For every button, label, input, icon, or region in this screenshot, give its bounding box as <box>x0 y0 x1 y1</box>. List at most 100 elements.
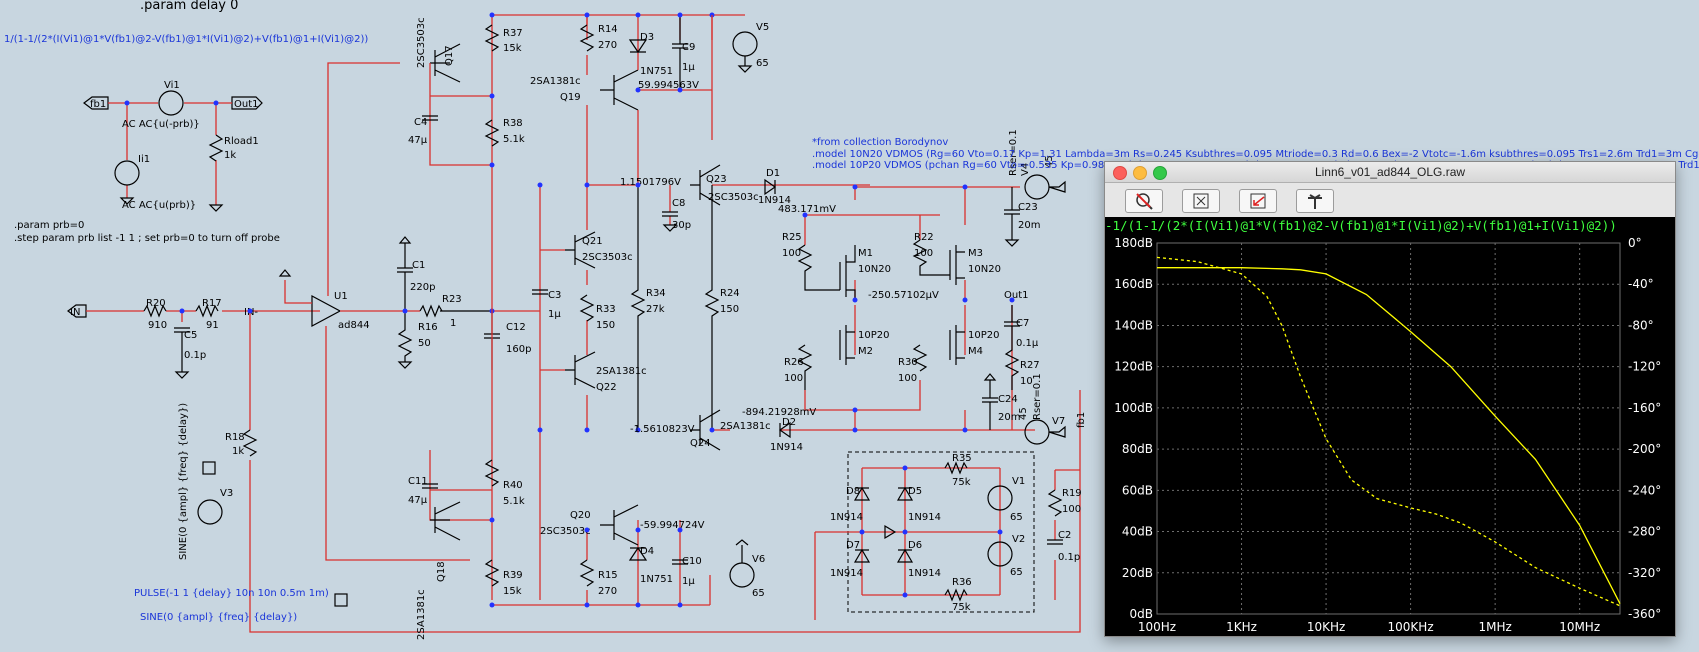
step-directive[interactable]: .step param prb list -1 1 ; set prb=0 to… <box>14 233 280 244</box>
r35-resistor[interactable] <box>944 461 968 475</box>
c11-capacitor[interactable] <box>422 483 438 489</box>
c5-capacitor[interactable] <box>174 327 190 379</box>
d6-diode[interactable] <box>896 548 914 563</box>
phase-trace <box>1156 256 1621 607</box>
q17-transistor[interactable] <box>430 43 461 83</box>
r33-value: 150 <box>596 320 615 331</box>
models-note[interactable]: *from collection Borodynov <box>812 137 948 148</box>
ac-minus-directive[interactable]: AC AC{u(-prb)} <box>122 119 200 130</box>
r33-resistor[interactable] <box>579 294 595 322</box>
param-prb-directive[interactable]: .param prb=0 <box>14 220 84 231</box>
plot-area[interactable]: -1/(1-1/(2*(I(Vi1)@1*V(fb1)@2-V(fb1)@1*I… <box>1105 217 1675 636</box>
r26-resistor[interactable] <box>797 344 813 390</box>
q20-transistor[interactable] <box>600 504 639 546</box>
vi1-source[interactable] <box>158 90 184 116</box>
window-titlebar[interactable]: Linn6_v01_ad844_OLG.raw <box>1105 162 1675 183</box>
q23-transistor[interactable] <box>690 164 721 206</box>
c7-value: 0.1μ <box>1016 338 1039 349</box>
x-tick-label: 10KHz <box>1307 620 1345 634</box>
q19-transistor[interactable] <box>600 69 639 111</box>
q22-transistor[interactable] <box>565 351 596 389</box>
v6-source[interactable] <box>729 562 755 588</box>
r14-resistor[interactable] <box>579 24 595 52</box>
m1-mosfet[interactable] <box>839 245 856 300</box>
r34-resistor[interactable] <box>630 185 646 430</box>
s-flag[interactable] <box>334 593 348 607</box>
v4-rser: Rser=0.1 <box>1008 129 1019 176</box>
r24-resistor[interactable] <box>704 185 720 430</box>
d8-diode[interactable] <box>853 486 871 501</box>
d2-diode[interactable] <box>778 421 791 439</box>
minimize-window-button[interactable] <box>1133 166 1147 180</box>
r25-resistor[interactable] <box>797 244 840 291</box>
zoom-cancel-button[interactable] <box>1125 189 1163 213</box>
c3-capacitor[interactable] <box>532 289 548 295</box>
out1-port-flag[interactable] <box>231 96 263 110</box>
c24-capacitor[interactable] <box>982 373 998 430</box>
d5-diode[interactable] <box>896 486 914 501</box>
pick-trace-button[interactable] <box>1296 189 1334 213</box>
r40-resistor[interactable] <box>484 459 500 487</box>
d3-diode[interactable] <box>628 39 648 54</box>
r23-label: R23 <box>442 294 462 305</box>
r15-resistor[interactable] <box>579 559 595 587</box>
m3-mosfet[interactable] <box>949 245 965 285</box>
q21-transistor[interactable] <box>565 231 596 269</box>
d1-diode[interactable] <box>764 178 777 196</box>
trace-expression-label[interactable]: -1/(1-1/(2*(I(Vi1)@1*V(fb1)@2-V(fb1)@1*I… <box>1105 218 1617 233</box>
v1-source[interactable] <box>987 485 1013 511</box>
r39-resistor[interactable] <box>484 559 500 587</box>
close-window-button[interactable] <box>1113 166 1127 180</box>
c23-capacitor[interactable] <box>1004 187 1020 247</box>
op-voltage-3: 483.171mV <box>778 204 836 215</box>
v5-source[interactable] <box>732 31 758 57</box>
v4-source[interactable] <box>1024 174 1050 200</box>
r30-resistor[interactable] <box>912 344 928 372</box>
c9-label: C9 <box>682 42 695 53</box>
ii1-source[interactable] <box>114 160 140 186</box>
r16-resistor[interactable] <box>397 311 413 369</box>
expression-comment[interactable]: 1/(1-1/(2*(I(Vi1)@1*V(fb1)@2-V(fb1)@1*I(… <box>4 34 368 45</box>
r17-resistor[interactable] <box>195 304 219 318</box>
sine-comment[interactable]: SINE(0 {ampl} {freq} {delay}) <box>140 612 297 623</box>
r20-resistor[interactable] <box>143 304 167 318</box>
bode-plot-svg[interactable]: -1/(1-1/(2*(I(Vi1)@1*V(fb1)@2-V(fb1)@1*I… <box>1105 217 1675 636</box>
pulse-comment[interactable]: PULSE(-1 1 {delay} 10n 10n 0.5m 1m) <box>134 588 329 599</box>
r36-resistor[interactable] <box>944 588 968 602</box>
v2-source[interactable] <box>987 541 1013 567</box>
r23-resistor[interactable] <box>419 304 490 318</box>
v3-source[interactable] <box>197 499 223 525</box>
s-flag[interactable] <box>202 461 216 475</box>
c8-capacitor[interactable] <box>662 211 678 232</box>
c7-r27-branch[interactable] <box>1004 305 1020 390</box>
model-10n20[interactable]: .model 10N20 VDMOS (Rg=60 Vto=0.17 Kp=1.… <box>812 149 1699 160</box>
m2-mosfet[interactable] <box>839 325 855 365</box>
r18-resistor[interactable] <box>242 429 258 457</box>
zoom-extents-button[interactable] <box>1182 189 1220 213</box>
c2-capacitor[interactable] <box>1047 539 1063 545</box>
q18-transistor[interactable] <box>430 501 461 541</box>
r38-resistor[interactable] <box>484 119 500 147</box>
waveform-window[interactable]: Linn6_v01_ad844_OLG.raw -1/(1-1/(2*(I(Vi… <box>1104 161 1676 637</box>
c1-capacitor[interactable] <box>397 250 413 311</box>
x-tick-label: 1KHz <box>1226 620 1257 634</box>
c10-capacitor[interactable] <box>672 559 688 565</box>
q24-transistor[interactable] <box>690 409 721 451</box>
m4-mosfet[interactable] <box>949 325 965 365</box>
r22-resistor[interactable] <box>912 239 950 276</box>
c4-capacitor[interactable] <box>422 115 438 121</box>
v7-source[interactable] <box>1024 419 1050 445</box>
d4-diode[interactable] <box>628 546 648 561</box>
r37-resistor[interactable] <box>484 24 500 52</box>
ac-plus-directive[interactable]: AC AC{u(prb)} <box>122 200 196 211</box>
c9-capacitor[interactable] <box>672 15 688 90</box>
v3-value[interactable]: SINE(0 {ampl} {freq} {delay}) <box>178 403 189 560</box>
zoom-window-button[interactable] <box>1153 166 1167 180</box>
param-delay-directive[interactable]: .param delay 0 <box>140 0 238 13</box>
r19-resistor[interactable] <box>1047 489 1063 517</box>
zoom-back-button[interactable] <box>1239 189 1277 213</box>
u1-opamp[interactable] <box>311 294 342 328</box>
d7-diode[interactable] <box>853 548 871 563</box>
rload1-resistor[interactable] <box>208 134 224 162</box>
